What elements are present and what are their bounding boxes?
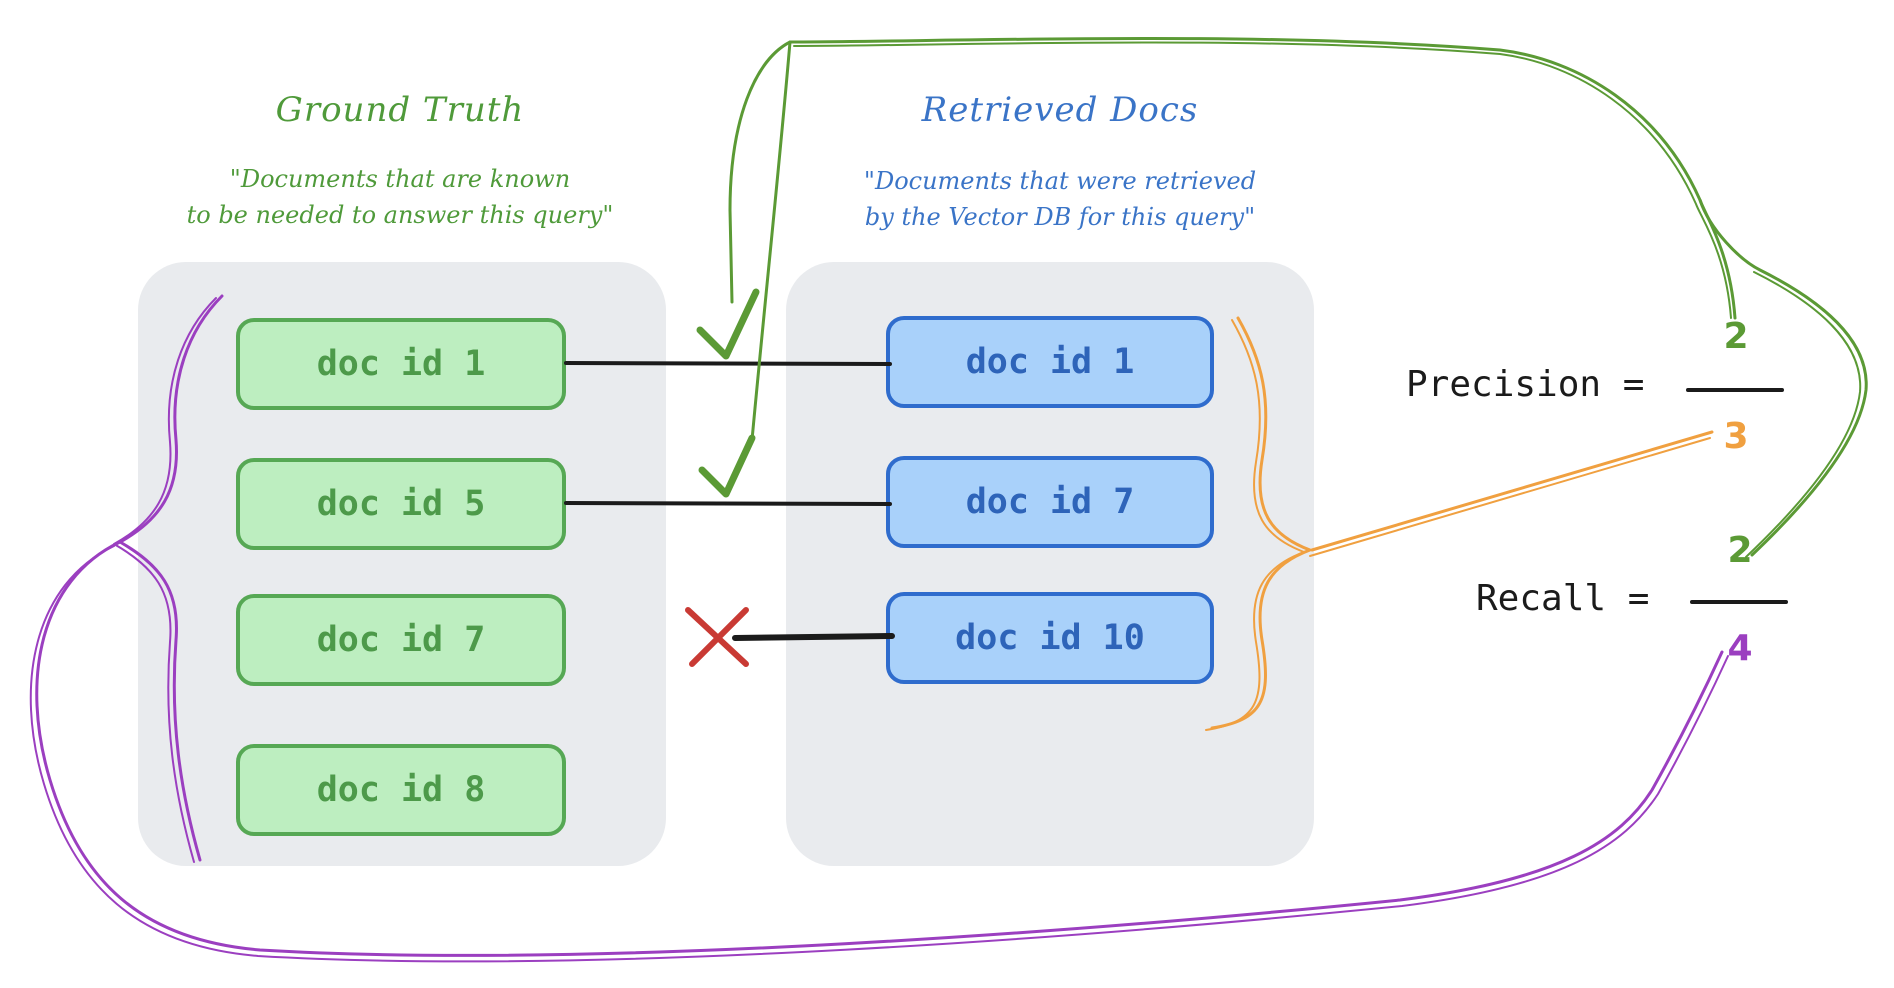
recall-numerator-arrow bbox=[1698, 198, 1868, 557]
ground-truth-subtitle-line2: to be needed to answer this query" bbox=[186, 201, 614, 229]
precision-denominator-arrow bbox=[1310, 430, 1714, 552]
match-line-doc-1 bbox=[564, 361, 892, 366]
ground-truth-doc-5: doc id 5 bbox=[236, 458, 566, 550]
precision-denominator: 3 bbox=[1723, 416, 1749, 457]
recall-label: Recall = bbox=[1476, 578, 1650, 619]
recall-denominator-arrow-echo bbox=[29, 545, 1729, 963]
mismatch-line-doc-10 bbox=[732, 633, 895, 641]
check-icon bbox=[696, 288, 760, 360]
precision-numerator: 2 bbox=[1723, 316, 1749, 357]
recall-numerator: 2 bbox=[1727, 530, 1753, 571]
ground-truth-doc-1: doc id 1 bbox=[236, 318, 566, 410]
recall-denominator: 4 bbox=[1727, 628, 1753, 669]
retrieved-docs-brace bbox=[1210, 316, 1312, 730]
matched-doc-arrow bbox=[750, 40, 792, 442]
retrieved-doc-7: doc id 7 bbox=[886, 456, 1214, 548]
ground-truth-title: Ground Truth bbox=[275, 90, 525, 130]
precision-denominator-arrow-echo bbox=[1309, 437, 1711, 557]
retrieved-docs-title: Retrieved Docs bbox=[921, 90, 1199, 130]
match-line-doc-7 bbox=[564, 501, 892, 506]
cross-icon bbox=[685, 607, 749, 667]
precision-label: Precision = bbox=[1406, 364, 1645, 405]
retrieved-docs-brace-echo bbox=[1205, 319, 1305, 731]
retrieved-docs-subtitle-line1: "Documents that were retrieved bbox=[863, 167, 1257, 195]
recall-denominator-arrow bbox=[35, 540, 1724, 957]
precision-numerator-arrow-echo bbox=[793, 41, 1732, 319]
recall-numerator-arrow-echo bbox=[1745, 271, 1862, 558]
ground-truth-doc-7: doc id 7 bbox=[236, 594, 566, 686]
ground-truth-doc-8: doc id 8 bbox=[236, 744, 566, 836]
ground-truth-brace bbox=[118, 294, 224, 862]
retrieved-docs-subtitle-line2: by the Vector DB for this query" bbox=[864, 203, 1256, 231]
ground-truth-subtitle-line1: "Documents that are known bbox=[229, 165, 571, 193]
retrieved-doc-10: doc id 10 bbox=[886, 592, 1214, 684]
retrieved-doc-1: doc id 1 bbox=[886, 316, 1214, 408]
check-icon bbox=[698, 434, 756, 498]
